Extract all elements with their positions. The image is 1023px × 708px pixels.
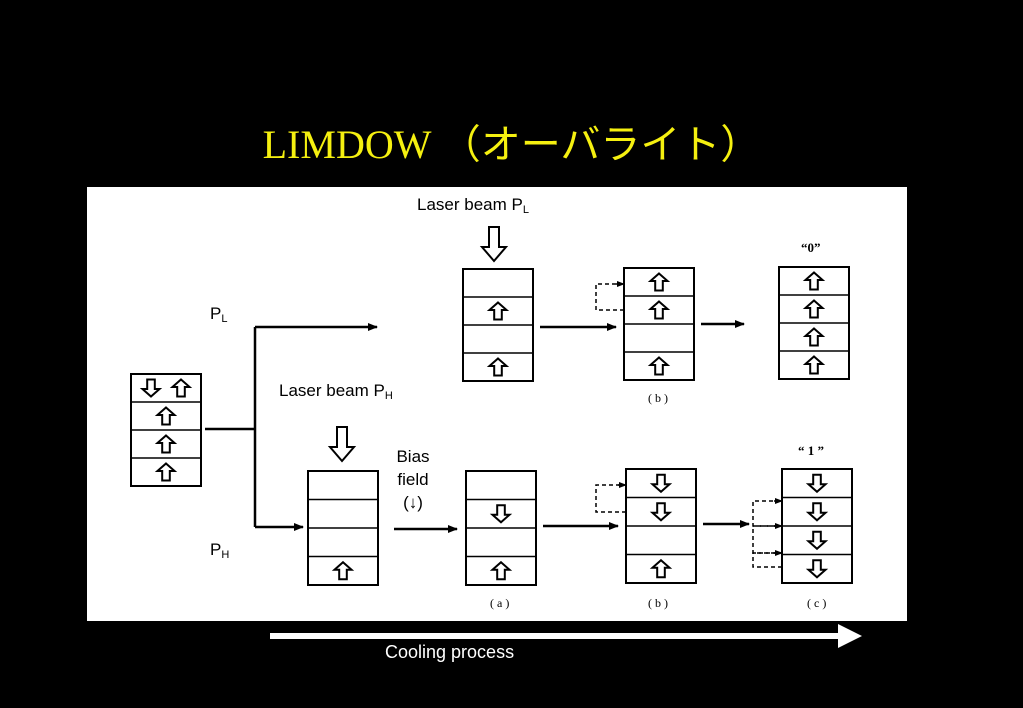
bit-zero-label: “0” <box>801 240 821 255</box>
diagram-panel: Laser beam PL Laser beam PH PL PH Bias f… <box>87 187 907 621</box>
caption-bottom-c: ( c ) <box>807 596 827 610</box>
up-arrow-icon <box>486 301 510 321</box>
down-arrow-icon <box>805 473 829 494</box>
up-arrow-icon <box>489 560 513 581</box>
laser-beam-ph-label: Laser beam PH <box>279 381 393 402</box>
cooling-process-arrow <box>270 624 862 648</box>
caption-bottom-a: ( a ) <box>490 596 510 610</box>
down-arrow-icon <box>805 502 829 522</box>
down-arrow-icon <box>649 473 673 494</box>
up-arrow-icon <box>647 356 671 376</box>
bottom-c-exchange-3 <box>752 550 783 568</box>
bottom-c-exchange-1 <box>752 498 783 527</box>
up-arrow-icon <box>154 462 178 482</box>
bottom-b-exchange <box>595 482 627 513</box>
laser-arrow-icon <box>479 226 509 263</box>
layer-stacks <box>130 266 853 586</box>
pl-label: PL <box>210 304 228 325</box>
stack-bottom-b <box>625 468 697 584</box>
up-arrow-icon <box>154 434 178 454</box>
slide-title: LIMDOW （オーバライト） <box>262 122 761 167</box>
cooling-process-label: Cooling process <box>385 642 515 662</box>
top-b-exchange <box>595 281 625 311</box>
laser-beam-pl-label: Laser beam PL <box>417 195 529 216</box>
ph-label: PH <box>210 540 230 561</box>
up-arrow-icon <box>169 378 193 398</box>
down-arrow-icon <box>649 502 673 522</box>
up-arrow-icon <box>647 272 671 292</box>
down-arrow-icon <box>139 378 163 398</box>
up-arrow-icon <box>802 355 826 375</box>
connector-lines <box>205 226 783 568</box>
bit-one-label: “ 1 ” <box>798 443 824 458</box>
up-arrow-icon <box>649 558 673 579</box>
down-arrow-icon <box>805 559 829 579</box>
bias-field-label: Bias field (↓) <box>396 447 430 512</box>
stack-bottom-heated <box>307 470 379 586</box>
limdow-diagram <box>130 226 853 586</box>
caption-bottom-b: ( b ) <box>648 596 668 610</box>
caption-top-b: ( b ) <box>648 391 668 405</box>
up-arrow-icon <box>486 357 510 377</box>
dashed-bracket <box>595 484 626 513</box>
stack-top-b <box>623 267 695 381</box>
laser-beam-ph-arrow <box>327 426 357 463</box>
bottom-c-exchange-2 <box>752 523 783 554</box>
stack-top-a <box>462 268 534 382</box>
down-arrow-icon <box>805 530 829 551</box>
dashed-bracket <box>595 283 624 311</box>
dashed-bracket <box>752 552 782 568</box>
up-arrow-icon <box>154 406 178 426</box>
dashed-bracket <box>752 525 782 554</box>
laser-beam-pl-arrow <box>479 226 509 263</box>
up-arrow-icon <box>647 300 671 320</box>
up-arrow-icon <box>802 299 826 319</box>
up-arrow-icon <box>802 327 826 347</box>
stack-initial <box>130 373 202 487</box>
up-arrow-icon <box>802 271 826 291</box>
stack-bottom-a <box>465 470 537 586</box>
dashed-bracket <box>752 500 782 527</box>
laser-arrow-icon <box>327 426 357 463</box>
stack-bottom-c <box>781 468 853 584</box>
down-arrow-icon <box>489 504 513 524</box>
up-arrow-icon <box>331 560 355 581</box>
stack-top-c <box>778 266 850 380</box>
